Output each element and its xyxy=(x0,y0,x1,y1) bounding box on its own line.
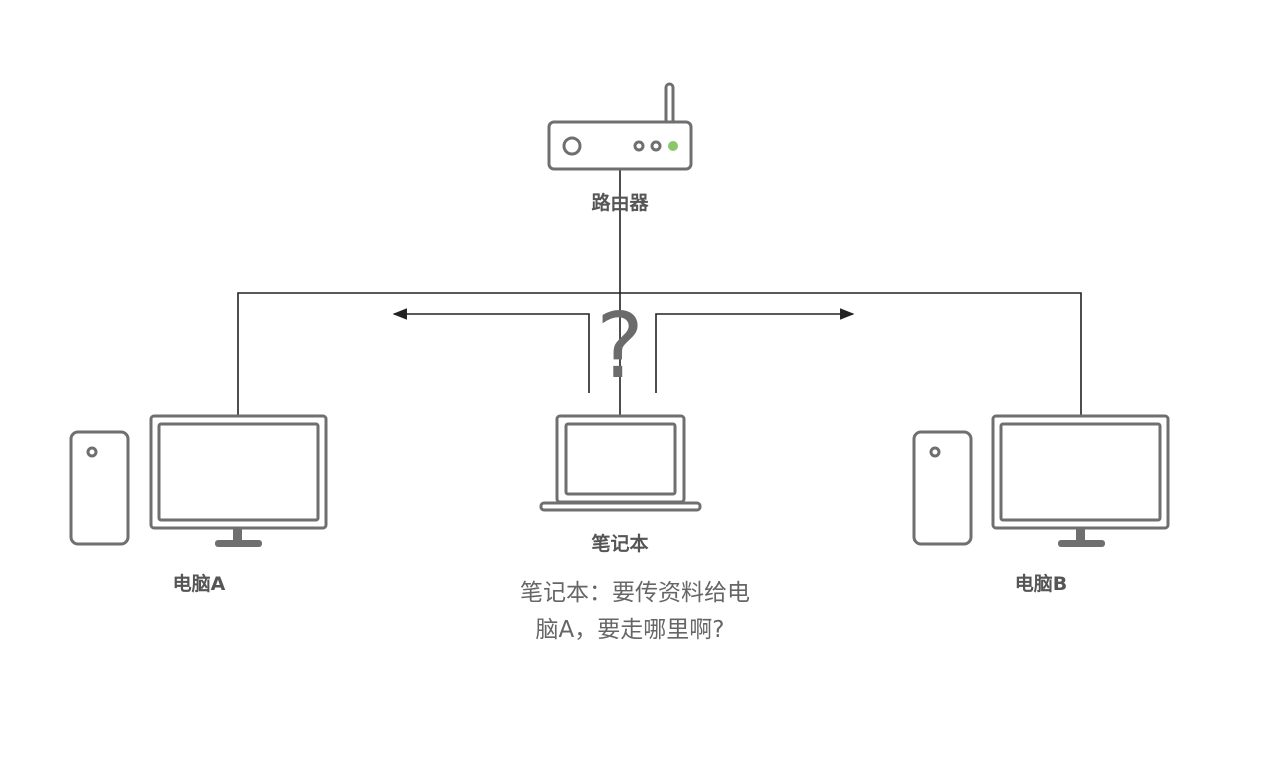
caption-line-1: 笔记本：要传资料给电 xyxy=(520,580,750,606)
connection-lines xyxy=(237,168,1082,416)
direction-arrows xyxy=(392,308,855,393)
router-label: 路由器 xyxy=(591,191,649,214)
arrow-right xyxy=(655,308,855,393)
router-icon xyxy=(547,82,693,171)
computer-a-icon xyxy=(69,414,328,547)
router-led-icon xyxy=(668,141,678,151)
arrow-left xyxy=(392,308,590,393)
computer-b-icon xyxy=(912,414,1170,547)
computer-b-label: 电脑B xyxy=(1015,572,1067,595)
laptop-label: 笔记本 xyxy=(591,532,648,555)
laptop-icon xyxy=(539,414,702,512)
caption-line-2: 脑A，要走哪里啊? xyxy=(536,617,725,643)
lan-bus-line xyxy=(237,292,1082,416)
question-mark: ? xyxy=(596,294,644,399)
computer-a-label: 电脑A xyxy=(173,572,226,595)
